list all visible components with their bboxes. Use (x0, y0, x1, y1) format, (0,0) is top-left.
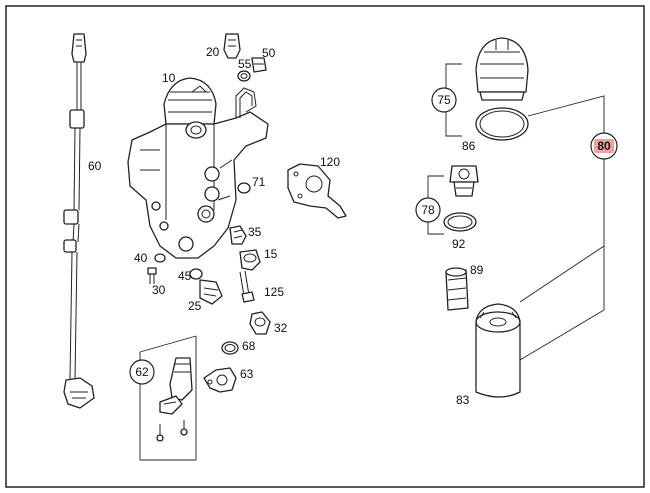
part-68-o-ring[interactable] (221, 341, 239, 355)
label-83: 83 (456, 393, 470, 407)
part-86-o-ring[interactable] (475, 107, 529, 141)
label-68: 68 (242, 339, 256, 353)
label-35: 35 (248, 225, 262, 239)
label-86: 86 (462, 139, 476, 153)
part-20-sensor[interactable] (223, 33, 241, 59)
label-32: 32 (274, 321, 288, 335)
label-30: 30 (152, 283, 166, 297)
label-20: 20 (206, 45, 220, 59)
label-62: 62 (135, 365, 149, 379)
highlight-80 (594, 139, 614, 153)
callout-80-highlighted[interactable]: 80 (590, 132, 618, 160)
part-75-filter-cap[interactable] (475, 37, 529, 101)
part-89-filter-sleeve[interactable] (445, 267, 469, 311)
part-45-seal-ring[interactable] (189, 268, 203, 280)
part-71-washer[interactable] (237, 182, 251, 194)
part-120-gasket[interactable] (287, 163, 347, 219)
part-60-wiring-harness[interactable] (63, 33, 95, 409)
part-40-screw[interactable] (154, 253, 166, 263)
part-30-bolt[interactable] (147, 267, 157, 284)
label-45: 45 (178, 269, 192, 283)
label-71: 71 (252, 175, 266, 189)
part-15-plug[interactable] (239, 249, 261, 271)
part-50-plug[interactable] (251, 57, 267, 73)
part-78-drain-plug[interactable] (449, 165, 479, 197)
label-78: 78 (421, 203, 435, 217)
label-15: 15 (264, 247, 278, 261)
part-10-filter-housing[interactable] (127, 77, 269, 259)
label-92: 92 (452, 237, 466, 251)
label-25: 25 (188, 299, 202, 313)
part-83-filter-element[interactable] (475, 303, 521, 398)
part-55-seal-ring[interactable] (237, 70, 251, 82)
label-60: 60 (88, 159, 102, 173)
callout-75[interactable]: 75 (431, 87, 457, 113)
label-120: 120 (320, 155, 340, 169)
part-25-pipe-fitting[interactable] (199, 279, 223, 305)
part-35-fitting[interactable] (229, 225, 247, 245)
label-10: 10 (162, 71, 176, 85)
label-125: 125 (264, 285, 284, 299)
callout-62[interactable]: 62 (129, 359, 155, 385)
label-55: 55 (238, 57, 252, 71)
label-75: 75 (437, 93, 451, 107)
part-92-seal-ring[interactable] (443, 212, 477, 232)
label-63: 63 (240, 367, 254, 381)
label-50: 50 (262, 46, 276, 60)
label-40: 40 (134, 251, 148, 265)
label-89: 89 (470, 263, 484, 277)
part-63-bracket[interactable] (203, 367, 237, 393)
callout-78[interactable]: 78 (415, 197, 441, 223)
group-62-sensor[interactable] (139, 335, 197, 461)
part-32-fitting[interactable] (249, 311, 271, 335)
diagram-frame (5, 5, 645, 488)
label-80: 80 (597, 139, 611, 153)
part-125-bolt[interactable] (239, 270, 255, 303)
group-80-bracket (519, 95, 605, 361)
